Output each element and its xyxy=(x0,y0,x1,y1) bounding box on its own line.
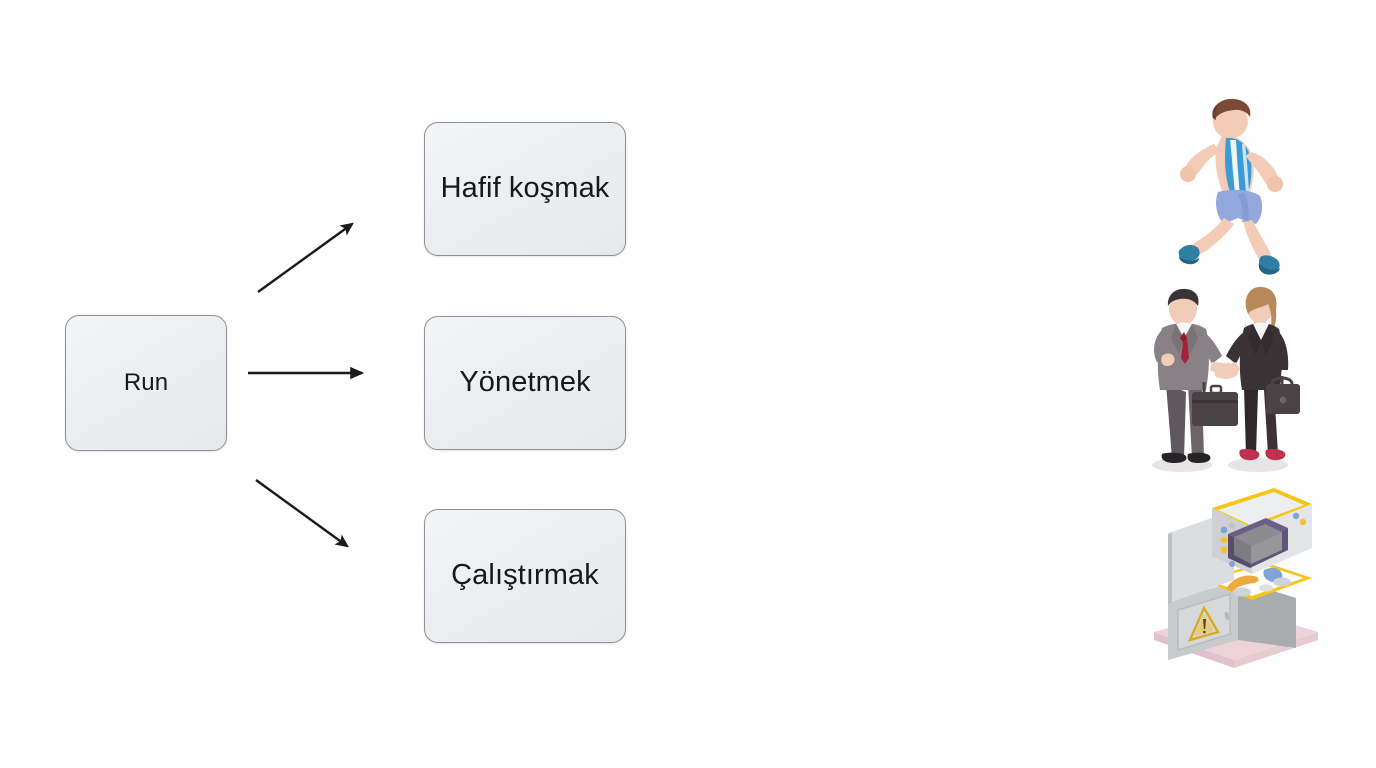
node-yonetmek-label: Yönetmek xyxy=(459,366,591,399)
businesswoman xyxy=(1214,286,1300,461)
arrow-to-operate xyxy=(255,479,349,548)
arrow-to-jog xyxy=(257,222,354,293)
node-calistirmak-label: Çalıştırmak xyxy=(451,559,599,592)
node-calistirmak[interactable]: Çalıştırmak xyxy=(424,509,626,643)
node-hafif-kosmak-label: Hafif koşmak xyxy=(440,172,610,205)
running-person-illustration xyxy=(1178,98,1283,275)
node-hafif-kosmak[interactable]: Hafif koşmak xyxy=(424,122,626,256)
industrial-machine-illustration xyxy=(1154,488,1318,668)
node-yonetmek[interactable]: Yönetmek xyxy=(424,316,626,450)
businessman xyxy=(1154,288,1239,463)
node-run-label: Run xyxy=(123,369,169,397)
node-run[interactable]: Run xyxy=(65,315,227,451)
business-handshake-illustration xyxy=(1152,286,1300,472)
